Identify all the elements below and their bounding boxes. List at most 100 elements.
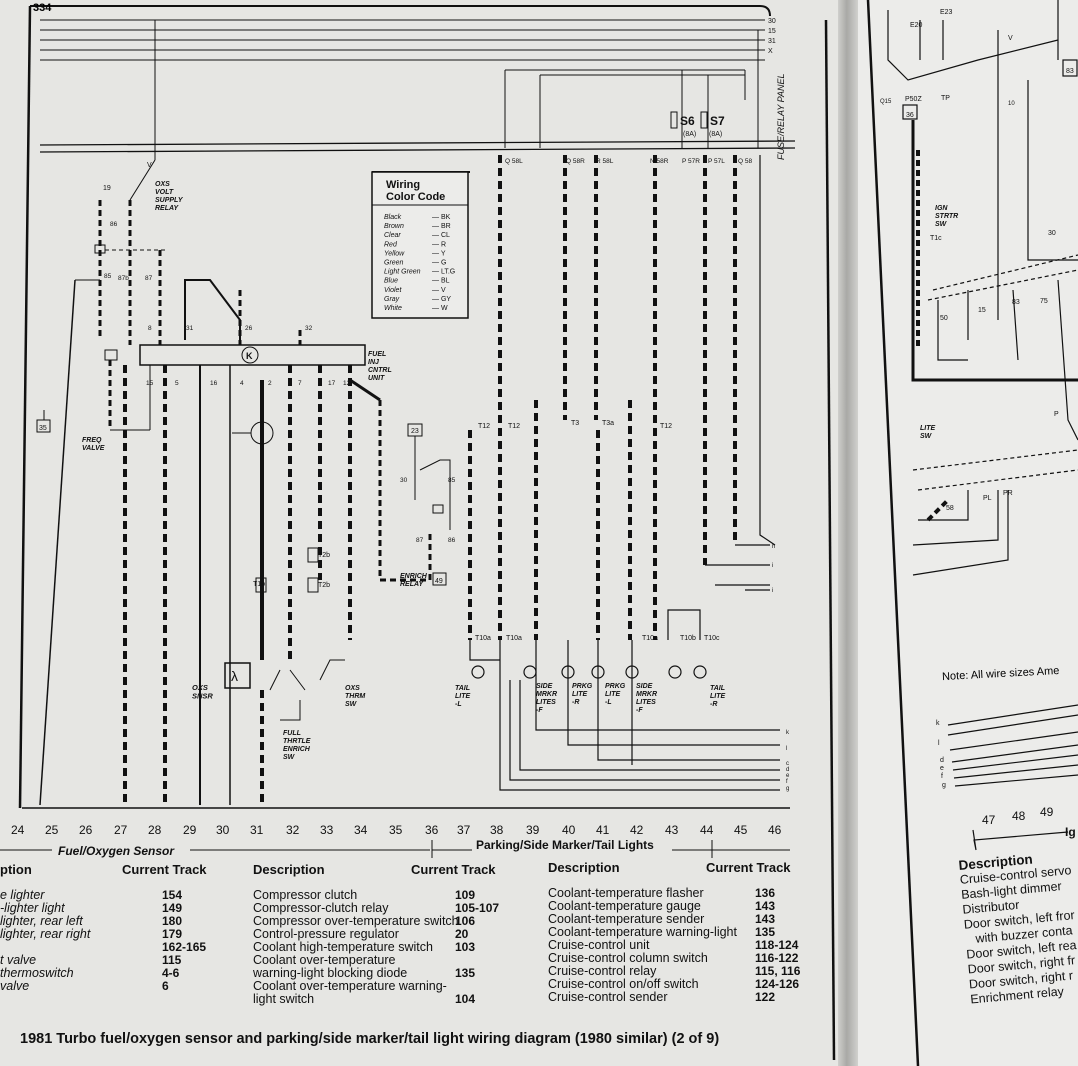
table-row-current-track: 143 (755, 912, 776, 926)
table-row-description: Cruise-control sender (548, 990, 668, 1004)
table-row-current-track: 106 (455, 914, 476, 928)
legend-color-name: Black (384, 214, 402, 221)
pin-number: 17 (328, 380, 336, 387)
side-marker-lites-label: -F (536, 707, 543, 714)
connector-label: T10a (475, 635, 491, 642)
pin-number: 8 (148, 325, 152, 332)
legend-color-code: — W (432, 305, 448, 312)
legend-color-name: Blue (384, 278, 398, 285)
bus-label: 31 (768, 38, 776, 45)
legend-color-name: Clear (384, 232, 401, 239)
legend-color-name: Light Green (384, 269, 421, 276)
table-row-description: Cruise-control on/off switch (548, 977, 699, 991)
table-row-description: Coolant-temperature gauge (548, 899, 701, 913)
table-row-description: Cruise-control column switch (548, 951, 708, 965)
table-row-description: Control-pressure regulator (253, 927, 399, 941)
fuse-rating: (8A) (683, 131, 696, 138)
tail-lite-right-label: LITE (710, 693, 725, 700)
connector-label: T12 (660, 423, 672, 430)
fuel-injection-unit-label: UNIT (368, 375, 385, 382)
right-page-label: E23 (940, 9, 953, 16)
side-marker-lites-label: LITES (636, 699, 656, 706)
right-page-label: 10 (1008, 101, 1015, 107)
pin-number: 30 (400, 477, 408, 484)
page-border-right (824, 19, 836, 1061)
section-parking-lights: Parking/Side Marker/Tail Lights (476, 838, 654, 852)
side-marker-lites-label: -F (636, 707, 643, 714)
table-row-current-track: 124-126 (755, 977, 800, 991)
pin-number: 86 (110, 221, 118, 228)
legend-color-name: Green (384, 260, 404, 267)
legend-color-code: — Y (432, 250, 446, 257)
table-row-description: -lighter light (0, 901, 65, 915)
pin-number: 16 (210, 380, 218, 387)
legend-color-code: — BL (432, 278, 450, 285)
legend-color-code: — G (432, 260, 446, 267)
tail-lite-left-label: LITE (455, 693, 470, 700)
legend-color-code: — LT.G (432, 269, 455, 276)
component-ref-box: 23 (411, 428, 419, 435)
right-page-label: V (1008, 35, 1013, 42)
section-fuel-oxygen-sensor: Fuel/Oxygen Sensor (58, 844, 175, 858)
connector-label: T1b (253, 581, 265, 588)
track-number: 32 (286, 823, 300, 837)
connector-label: T10a (506, 635, 522, 642)
table-row-description: t valve (0, 953, 37, 967)
track-number: 40 (562, 823, 576, 837)
parking-lite-left-label: -L (605, 699, 612, 706)
component-ref-box: 35 (39, 425, 47, 432)
right-page-label: 58 (946, 505, 954, 512)
tail-lite-right-label: TAIL (710, 685, 725, 692)
tail-lite-left-label: TAIL (455, 685, 470, 692)
table-row-description: warning-light blocking diode (253, 966, 408, 980)
right-page-label: T1c (930, 235, 942, 242)
table-row-current-track: 104 (455, 992, 476, 1006)
legend-color-name: Gray (384, 296, 400, 303)
right-page-label: STRTR (935, 213, 958, 220)
legend-color-name: White (384, 305, 402, 312)
table-row-description: lighter, rear right (0, 927, 91, 941)
table-row-description: Compressor over-temperature switch (253, 914, 459, 928)
table-row-current-track: 162-165 (162, 940, 207, 954)
component-ref-box: 49 (435, 578, 443, 585)
side-marker-lites-label: LITES (536, 699, 556, 706)
legend-title: Color Code (386, 191, 445, 203)
side-marker-lites-label: MRKR (536, 691, 557, 698)
parking-lite-right-label: PRKG (572, 683, 593, 690)
table-row-current-track: 135 (455, 966, 476, 980)
side-marker-lites-label: SIDE (536, 683, 553, 690)
line-reference: k (936, 720, 940, 727)
right-page-label: 36 (906, 112, 914, 119)
track-number: 28 (148, 823, 162, 837)
track-number: 47 (982, 813, 996, 827)
column-header-description: ption (0, 862, 32, 877)
track-number: 35 (389, 823, 403, 837)
line-reference: h (772, 544, 775, 550)
right-page-label: Q15 (880, 99, 892, 105)
table-row-description: Coolant-temperature flasher (548, 886, 704, 900)
line-reference: c (786, 761, 789, 767)
wire-tag: V (147, 162, 152, 169)
right-page-label: PR (1003, 490, 1013, 497)
fuel-unit-symbol: K (246, 351, 253, 361)
right-page-label: 83 (1012, 299, 1020, 306)
connector-label: T10a (642, 635, 658, 642)
track-number: 24 (11, 823, 25, 837)
pin-number: 15 (146, 380, 154, 387)
oxygen-sensor-label: OXS (192, 683, 208, 692)
figure-caption: 1981 Turbo fuel/oxygen sensor and parkin… (20, 1031, 720, 1047)
legend-color-code: — GY (432, 296, 451, 303)
fuel-injection-unit-label: FUEL (368, 351, 386, 358)
table-row-current-track: 115, 116 (755, 964, 801, 978)
table-row-description: Coolant-temperature sender (548, 912, 705, 926)
right-page-label: SW (920, 433, 933, 440)
right-page-label: 75 (1040, 298, 1048, 305)
table-row-description: Coolant high-temperature switch (253, 940, 433, 954)
wire-tag: Q 58 (738, 158, 752, 165)
pin-number: 32 (305, 325, 313, 332)
table-row-description: thermoswitch (0, 966, 74, 980)
track-number: 39 (526, 823, 540, 837)
right-page-label: 50 (940, 315, 948, 322)
